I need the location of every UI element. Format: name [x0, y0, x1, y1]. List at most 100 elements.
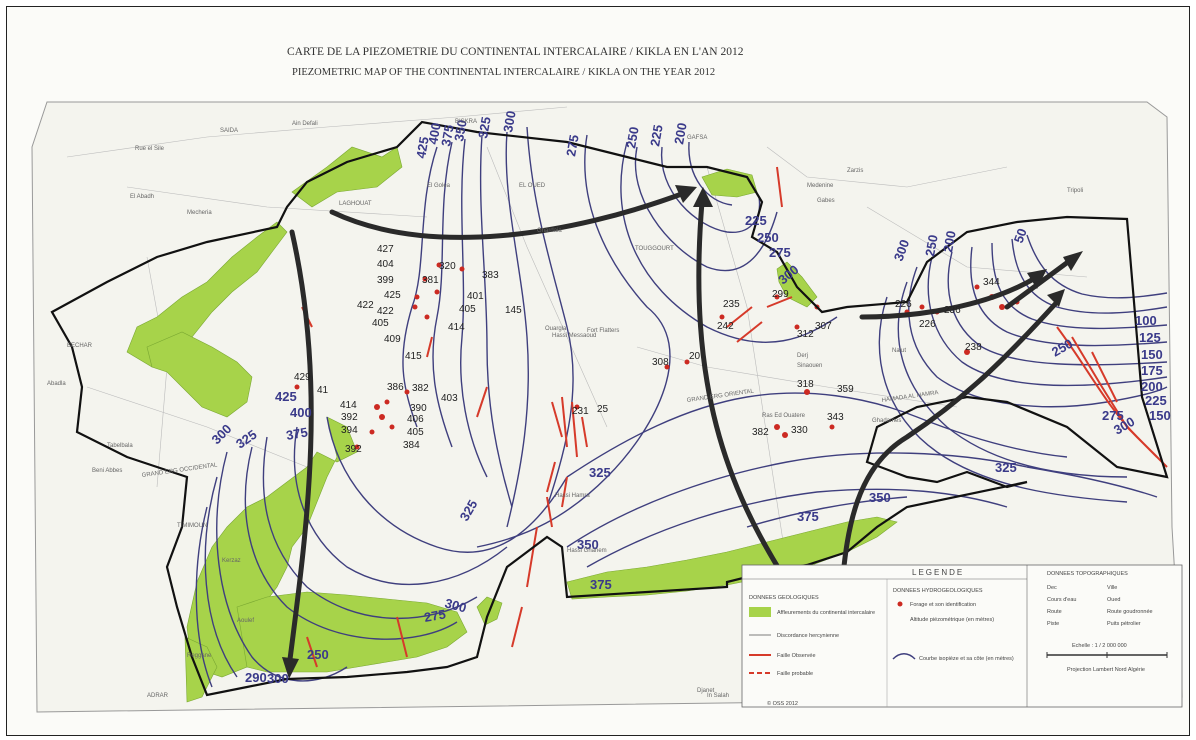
place-name: Hassi Ghanem	[567, 548, 607, 554]
well-value: 392	[341, 412, 358, 423]
place-name: EL OUED	[519, 183, 546, 189]
contour-label: 400	[425, 122, 444, 146]
well-value: 386	[387, 382, 404, 393]
well-value: 41	[317, 385, 329, 396]
legend-topo-item: Puits pétrolier	[1107, 621, 1141, 627]
well-value: 359	[837, 384, 854, 395]
well-point	[384, 399, 390, 405]
well-point	[422, 276, 428, 282]
fault-lines	[301, 166, 1168, 668]
contour-label: 300	[267, 671, 289, 686]
place-name: Ras Ed Ouatere	[762, 413, 806, 419]
legend-topo-item: Piste	[1047, 621, 1059, 627]
well-value: 308	[652, 357, 669, 368]
well-point	[424, 314, 430, 320]
legend: LEGENDE DONNEES GEOLOGIQUES DONNEES HYDR…	[741, 564, 1183, 708]
place-name: Zarzis	[847, 168, 863, 174]
legend-topo-item: Route	[1047, 609, 1062, 615]
place-name: BISKRA	[455, 119, 477, 125]
place-name: Ain Defali	[292, 121, 318, 127]
contour-label: 290	[245, 670, 267, 685]
well-value: 226	[919, 319, 936, 330]
legend-hydro-header: DONNEES HYDROGEOLOGIQUES	[893, 588, 983, 594]
place-name: Medenine	[807, 183, 834, 189]
place-name: Rue el Sile	[135, 146, 165, 152]
contour-label: 300	[443, 595, 468, 615]
legend-unconformity-label: Discordance hercynienne	[777, 633, 839, 639]
legend-borehole-label: Forage et son identification	[910, 602, 976, 608]
well-value: 145	[505, 305, 522, 316]
well-point	[414, 294, 420, 300]
well-value: 401	[467, 291, 484, 302]
contour-label: 50	[1011, 226, 1030, 245]
well-point	[412, 304, 418, 310]
well-point	[574, 404, 580, 410]
place-name: Kerzaz	[222, 558, 241, 564]
flow-arrowheads	[282, 185, 1083, 679]
place-name: Sinaouen	[797, 363, 822, 369]
contour-label: 200	[940, 230, 959, 254]
well-point	[459, 266, 465, 272]
legend-projection: Projection Lambert Nord Algérie	[1067, 667, 1145, 673]
contour-label: 400	[290, 405, 312, 420]
well-point	[294, 384, 300, 390]
place-name: ADRAR	[147, 693, 169, 699]
place-name: Ouargla	[545, 326, 567, 332]
legend-outcrop-swatch	[749, 607, 771, 617]
place-name: Tabelbala	[107, 443, 133, 449]
well-point	[804, 389, 810, 395]
place-name: Hassi Messaoud	[552, 333, 596, 339]
contour-label: 275	[563, 134, 582, 158]
well-value: 405	[372, 318, 389, 329]
well-value: 429	[294, 372, 311, 383]
legend-topo-item: Dec	[1047, 585, 1057, 591]
legend-topo-item: Ville	[1107, 585, 1117, 591]
well-value: 405	[407, 427, 424, 438]
legend-outcrop-label: Affleurements du continental intercalair…	[777, 610, 875, 616]
contour-label: 425	[413, 136, 432, 160]
study-area-boundary	[50, 120, 1169, 697]
well-value: 394	[341, 425, 358, 436]
legend-geo-header: DONNEES GEOLOGIQUES	[749, 595, 819, 601]
place-name: LAGHOUAT	[339, 201, 372, 207]
well-value: 422	[357, 300, 374, 311]
well-value: 390	[410, 403, 427, 414]
contour-label: 150	[1149, 408, 1171, 423]
well-point	[782, 432, 788, 438]
well-point	[829, 424, 835, 430]
place-name: TOUGGOURT	[635, 246, 674, 252]
flow-arrow	[696, 199, 790, 585]
well-point	[664, 364, 670, 370]
well-value: 427	[377, 244, 394, 255]
contour-label: 375	[797, 509, 819, 524]
well-point	[999, 304, 1005, 310]
contour-label: 150	[1141, 347, 1163, 362]
contour-label: 375	[590, 577, 612, 592]
place-name: GAFSA	[687, 135, 707, 141]
well-value: 384	[403, 440, 420, 451]
well-value: 226	[895, 299, 912, 310]
contour-label: 250	[922, 234, 941, 258]
contour-label: 300	[500, 110, 519, 134]
well-point	[684, 359, 690, 365]
contour-label: 125	[1139, 330, 1161, 345]
place-name: El Golea	[427, 183, 451, 189]
place-name: Abadla	[47, 381, 66, 387]
contour-label: 225	[1145, 393, 1167, 408]
well-value: 414	[448, 322, 465, 333]
place-name: Mecheria	[187, 210, 212, 216]
place-name: SAIDA	[220, 128, 238, 134]
contour-label: 425	[275, 389, 297, 404]
contour-label: 275	[769, 245, 791, 260]
flow-arrow	[286, 229, 314, 670]
place-name: BECHAR	[67, 343, 93, 349]
map-title-en: PIEZOMETRIC MAP OF THE CONTINENTAL INTER…	[292, 67, 715, 78]
legend-title: LEGENDE	[912, 568, 964, 577]
well-point	[974, 284, 980, 290]
place-name: Derj	[797, 353, 808, 359]
well-value: 405	[459, 304, 476, 315]
flow-arrow	[859, 274, 1040, 320]
legend-fault-probable-label: Faille probable	[777, 671, 813, 677]
place-name: In Salah	[707, 693, 729, 699]
